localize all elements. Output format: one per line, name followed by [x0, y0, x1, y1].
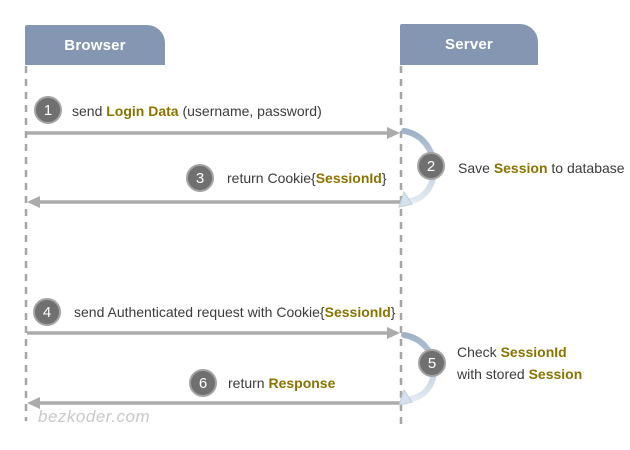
- message-label-5-line-2: with stored Session: [457, 366, 583, 382]
- step-badge-4: 4: [33, 298, 61, 326]
- message-label-5-line-1: Check SessionId: [457, 344, 567, 360]
- message-label-4: send Authenticated request with Cookie{S…: [74, 304, 396, 320]
- actor-browser: Browser: [25, 25, 165, 65]
- arrow-left-head-icon: [27, 196, 40, 208]
- step-badge-6: 6: [189, 369, 217, 397]
- watermark: bezkoder.com: [38, 407, 151, 426]
- message-label-2: Save Session to database: [458, 160, 625, 176]
- arrow-right-head-icon: [387, 327, 400, 339]
- message-label-6: return Response: [228, 375, 336, 391]
- message-label-5: Check SessionId with stored Session: [457, 341, 582, 385]
- step-badge-1: 1: [34, 96, 62, 124]
- arrow-right-head-icon: [387, 127, 400, 139]
- message-label-3: return Cookie{SessionId}: [227, 170, 387, 186]
- step-badge-5: 5: [418, 349, 446, 377]
- message-label-1: send Login Data (username, password): [72, 103, 322, 119]
- step-badge-3: 3: [186, 164, 214, 192]
- self-loop-head-icon: [398, 190, 413, 208]
- step-badge-2: 2: [417, 152, 445, 180]
- arrow-left-head-icon: [27, 397, 40, 409]
- self-loop-head-icon: [398, 388, 413, 406]
- actor-server: Server: [400, 24, 538, 65]
